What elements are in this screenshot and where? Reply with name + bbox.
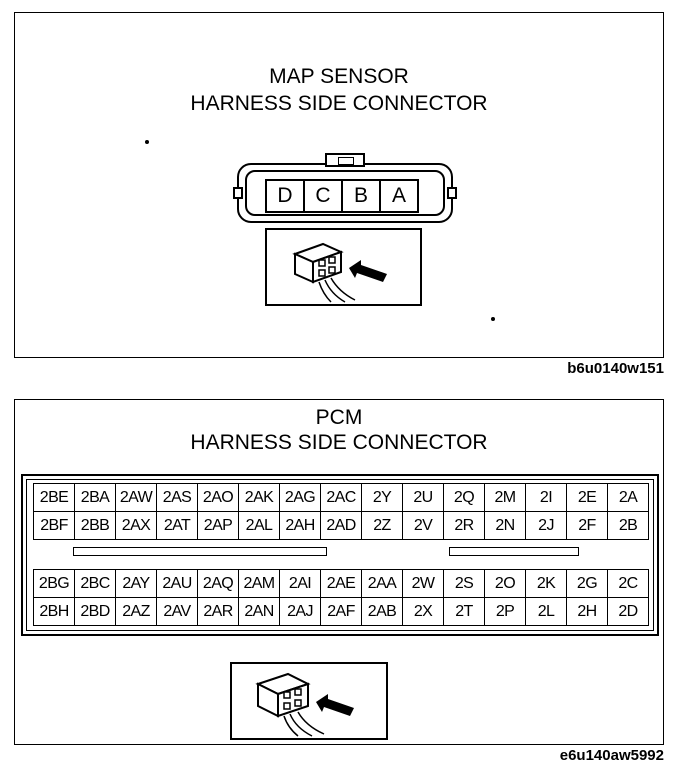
- pcm-pin-cell: 2AN: [239, 598, 280, 626]
- pcm-pin-cell: 2AH: [280, 512, 321, 540]
- pcm-pin-cell: 2AW: [116, 484, 157, 512]
- pcm-title-line1: PCM: [315, 406, 363, 429]
- pcm-pin-cell: 2AR: [198, 598, 239, 626]
- pcm-pin-cell: 2AT: [157, 512, 198, 540]
- pcm-pin-cell: 2AY: [116, 570, 157, 598]
- pcm-pin-cell: 2A: [608, 484, 649, 512]
- pcm-pin-cell: 2T: [444, 598, 485, 626]
- pcm-pin-cell: 2Q: [444, 484, 485, 512]
- pcm-pin-cell: 2BH: [34, 598, 75, 626]
- connector-view-arrow-icon: [255, 672, 354, 737]
- map-pin-cell: C: [303, 179, 343, 213]
- pcm-pin-cell: 2AG: [280, 484, 321, 512]
- pcm-pin-cell: 2AI: [280, 570, 321, 598]
- pcm-pin-cell: 2G: [567, 570, 608, 598]
- map-pin-cell: A: [379, 179, 419, 213]
- pcm-pin-cell: 2AU: [157, 570, 198, 598]
- pcm-pin-cell: 2P: [485, 598, 526, 626]
- pcm-pin-cell: 2BB: [75, 512, 116, 540]
- pcm-pin-cell: 2AZ: [116, 598, 157, 626]
- pcm-figure-ref: e6u140aw5992: [559, 747, 664, 764]
- pcm-pin-cell: 2AD: [321, 512, 362, 540]
- pcm-pin-cell: 2L: [526, 598, 567, 626]
- pcm-pin-cell: 2AL: [239, 512, 280, 540]
- speck: [491, 317, 495, 321]
- pcm-pin-cell: 2S: [444, 570, 485, 598]
- connector-left-tab: [233, 187, 243, 199]
- pcm-pin-cell: 2AJ: [280, 598, 321, 626]
- pcm-title-line2: HARNESS SIDE CONNECTOR: [190, 431, 488, 454]
- pcm-pin-cell: 2AK: [239, 484, 280, 512]
- pcm-pin-cell: 2F: [567, 512, 608, 540]
- connector-inner-shell: [245, 170, 445, 216]
- pcm-pin-cell: 2X: [403, 598, 444, 626]
- pcm-pin-cell: 2AM: [239, 570, 280, 598]
- speck: [145, 140, 149, 144]
- pcm-pin-cell: 2B: [608, 512, 649, 540]
- connector-key-left: [73, 547, 327, 556]
- pcm-pin-cell: 2AS: [157, 484, 198, 512]
- pcm-pin-cell: 2E: [567, 484, 608, 512]
- pcm-pin-cell: 2D: [608, 598, 649, 626]
- pcm-pin-cell: 2AC: [321, 484, 362, 512]
- map-pin-cell: D: [265, 179, 305, 213]
- pcm-pin-cell: 2V: [403, 512, 444, 540]
- view-direction-illustration: [230, 662, 388, 740]
- map-figure-ref: b6u0140w151: [567, 360, 664, 377]
- connector-key-right: [449, 547, 579, 556]
- pcm-pin-cell: 2H: [567, 598, 608, 626]
- pcm-pin-cell: 2BF: [34, 512, 75, 540]
- pcm-pin-cell: 2U: [403, 484, 444, 512]
- pcm-pin-cell: 2BA: [75, 484, 116, 512]
- pcm-pin-cell: 2BC: [75, 570, 116, 598]
- pcm-pin-cell: 2K: [526, 570, 567, 598]
- pcm-pin-cell: 2AQ: [198, 570, 239, 598]
- view-direction-illustration: [265, 228, 422, 306]
- pcm-pin-cell: 2Y: [362, 484, 403, 512]
- connector-view-arrow-icon: [292, 242, 387, 303]
- pcm-pin-cell: 2R: [444, 512, 485, 540]
- connector-right-tab: [447, 187, 457, 199]
- pcm-pin-cell: 2Z: [362, 512, 403, 540]
- pcm-pin-cell: 2I: [526, 484, 567, 512]
- pcm-pin-cell: 2AA: [362, 570, 403, 598]
- pcm-pin-cell: 2BE: [34, 484, 75, 512]
- connector-latch: [325, 153, 365, 167]
- pcm-pin-cell: 2J: [526, 512, 567, 540]
- pcm-pin-cell: 2N: [485, 512, 526, 540]
- pcm-pin-cell: 2BD: [75, 598, 116, 626]
- pcm-pin-cell: 2AP: [198, 512, 239, 540]
- pcm-pin-cell: 2BG: [34, 570, 75, 598]
- map-title-line2: HARNESS SIDE CONNECTOR: [190, 92, 488, 115]
- pcm-pin-cell: 2W: [403, 570, 444, 598]
- pcm-pin-cell: 2C: [608, 570, 649, 598]
- pcm-pin-cell: 2M: [485, 484, 526, 512]
- pcm-pin-cell: 2AB: [362, 598, 403, 626]
- map-title-line1: MAP SENSOR: [269, 65, 409, 88]
- pcm-pin-cell: 2AX: [116, 512, 157, 540]
- pcm-pin-cell: 2O: [485, 570, 526, 598]
- pcm-pin-cell: 2AF: [321, 598, 362, 626]
- pcm-pin-cell: 2AV: [157, 598, 198, 626]
- pcm-pin-cell: 2AE: [321, 570, 362, 598]
- map-pin-cell: B: [341, 179, 381, 213]
- pcm-pin-cell: 2AO: [198, 484, 239, 512]
